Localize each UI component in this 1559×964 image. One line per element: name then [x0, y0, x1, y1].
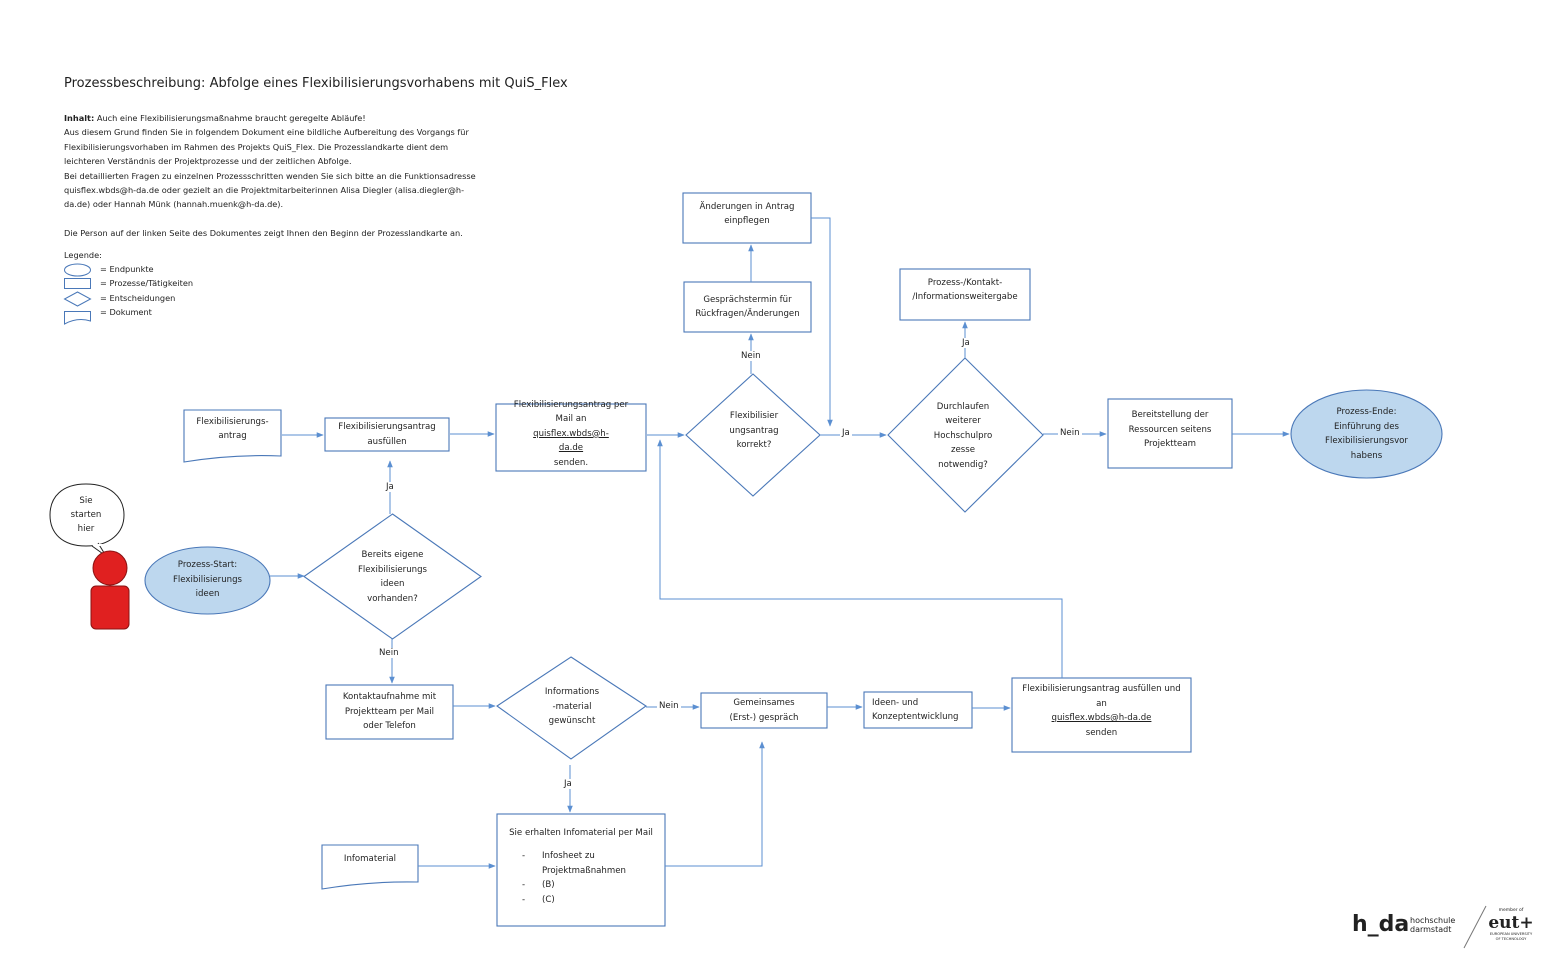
doc-antrag-shape [183, 409, 282, 463]
legend-title: Legende: [64, 250, 102, 260]
page-title: Prozessbeschreibung: Abfolge eines Flexi… [64, 76, 568, 91]
fill-send: Flexibilisierungsantrag ausfüllen und an… [1022, 684, 1181, 738]
person-body [90, 585, 130, 630]
legend-processes: = Prozesse/Tätigkeiten [100, 278, 194, 288]
first-meeting-box [700, 692, 828, 729]
fill-antrag-box [324, 417, 450, 452]
speech-bubble [49, 483, 125, 547]
meeting-changes-box [683, 281, 812, 333]
legend-diamond-icon [63, 291, 92, 307]
arrow-changes-back [811, 217, 833, 427]
send-antrag: Flexibilisierungsantrag per Mail an quis… [513, 399, 629, 468]
intro-text: Inhalt: Auch eine Flexibilisierungsmaßna… [64, 111, 524, 241]
email-link[interactable]: quisflex.wbds@h- [533, 428, 609, 439]
doc-antrag: Flexibilisierungs-antrag [196, 416, 269, 442]
email-link[interactable]: quisflex.wbds@h-da.de [1051, 713, 1152, 723]
resources-box [1107, 398, 1233, 469]
logo-divider [1463, 905, 1487, 949]
doc-info: Infomaterial [343, 853, 397, 864]
intro-line: Bei detaillierten Fragen zu einzelnen Pr… [64, 170, 476, 181]
arrow-fillsend-loop [657, 439, 1063, 678]
concept-box [863, 691, 973, 729]
info-mail-heading: Sie erhalten Infomaterial per Mail [509, 827, 653, 838]
send-antrag-box [495, 403, 647, 472]
intro-label: Inhalt: [64, 113, 95, 123]
person-figure [49, 483, 130, 630]
list-item-cont: Projektmaßnahmen [542, 865, 626, 876]
list-item: (C) [522, 893, 626, 908]
intro-line: Flexibilisierungsvorhaben im Rahmen des … [64, 141, 449, 152]
intro-line: da.de) oder Hannah Münk (hannah.muenk@h-… [64, 199, 284, 210]
decision-correct-diamond [685, 373, 821, 497]
label-ja-ideas: Ja [384, 482, 396, 492]
label-ja-further: Ja [960, 338, 972, 348]
intro-line: Auch eine Flexibilisierungsmaßnahme brau… [96, 113, 366, 123]
decision-further-diamond [887, 357, 1044, 513]
doc-info-shape [321, 844, 419, 890]
arrow-mail-to-meeting [665, 741, 765, 867]
legend-decisions: = Entscheidungen [100, 293, 176, 303]
legend-symbols [63, 263, 92, 325]
label-ja-info: Ja [562, 779, 574, 789]
legend-document: = Dokument [100, 307, 152, 317]
label-nein-further: Nein [1058, 428, 1082, 438]
email-link-cont[interactable]: da.de [558, 443, 584, 454]
first-meeting: Gemeinsames(Erst-) gespräch [729, 698, 799, 723]
info-mail-list: Infosheet zu Projektmaßnahmen (B) (C) [522, 849, 626, 907]
list-item: Infosheet zu [522, 849, 626, 864]
intro-line: Aus diesem Grund finden Sie in folgendem… [64, 127, 469, 138]
label-nein-info: Nein [657, 701, 681, 711]
connectors [270, 217, 1290, 869]
intro-line: leichteren Verständnis der Projektprozes… [64, 156, 352, 167]
legend-rect-icon [64, 278, 91, 289]
intro-note: Die Person auf der linken Seite des Doku… [64, 228, 463, 239]
decision-info-diamond [496, 656, 647, 760]
label-ja-correct: Ja [840, 428, 852, 438]
end-ellipse [1290, 389, 1443, 479]
info-mail-box [496, 813, 666, 927]
info-forward-box [899, 268, 1031, 321]
list-item: (B) [522, 878, 626, 893]
label-nein-correct: Nein [739, 351, 763, 361]
eut-logo: member of eut+ EUROPEAN UNIVERSITY OF TE… [1488, 908, 1534, 941]
start-ellipse [144, 546, 271, 615]
label-nein-ideas: Nein [377, 648, 401, 658]
info-forward: Prozess-/Kontakt-/Informationsweitergabe [912, 277, 1018, 303]
apply-changes-box [682, 192, 812, 244]
legend-ellipse-icon [64, 263, 91, 277]
fill-send-box [1011, 677, 1192, 753]
contact-box [325, 684, 454, 740]
intro-line: quisflex.wbds@h-da.de oder gezielt an di… [64, 185, 465, 196]
legend-endpoints: = Endpunkte [100, 264, 154, 274]
legend-document-icon [64, 311, 91, 325]
person-head [92, 550, 128, 586]
